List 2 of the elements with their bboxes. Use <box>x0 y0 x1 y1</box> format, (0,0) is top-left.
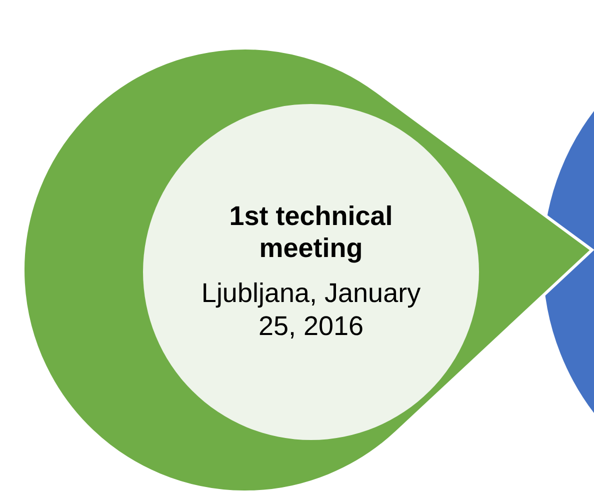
body-text: Ljubljana, January 25, 2016 <box>200 276 422 344</box>
title-text: 1st technical meeting <box>228 200 394 265</box>
